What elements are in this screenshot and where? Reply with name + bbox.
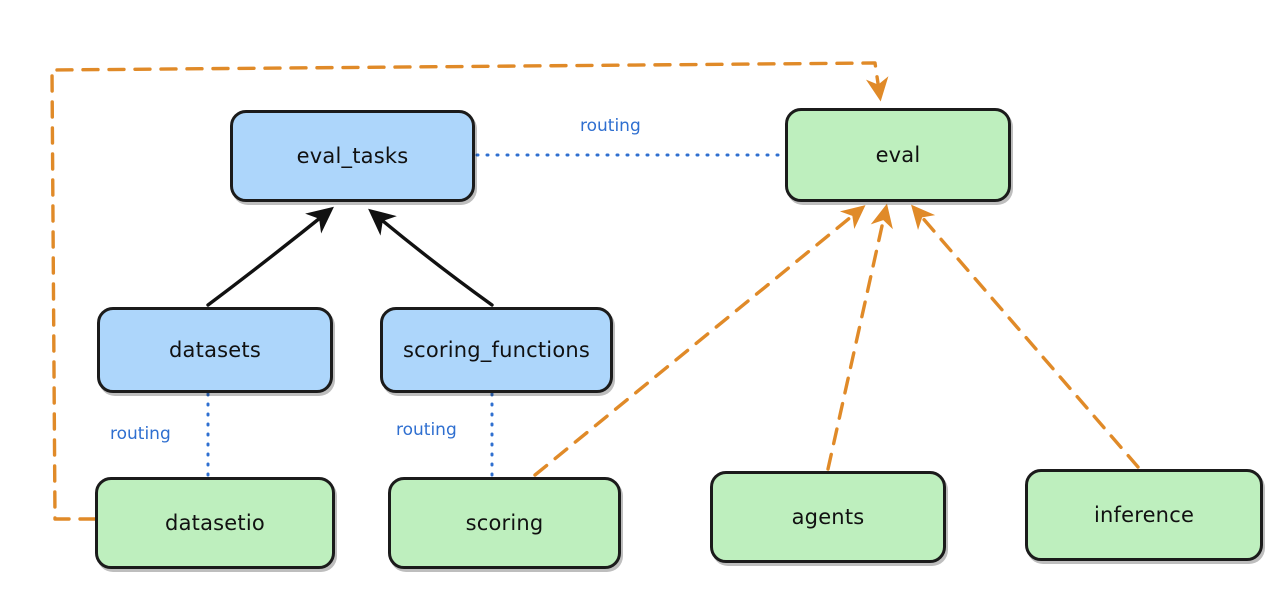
node-eval-tasks[interactable]: eval_tasks	[230, 110, 475, 202]
node-scoring-functions[interactable]: scoring_functions	[380, 307, 613, 393]
node-eval[interactable]: eval	[785, 108, 1011, 202]
node-label: eval_tasks	[296, 144, 409, 168]
edge-datasets-to-eval_tasks	[206, 206, 334, 307]
node-label: eval	[875, 143, 921, 167]
edge-agents-to-eval	[826, 203, 893, 471]
node-scoring[interactable]: scoring	[388, 477, 621, 569]
edge-label-routing-eval-tasks-eval: routing	[580, 116, 641, 136]
node-label: inference	[1093, 503, 1195, 527]
node-label: scoring	[465, 511, 544, 535]
node-agents[interactable]: agents	[710, 471, 946, 563]
node-label: agents	[791, 505, 865, 529]
node-inference[interactable]: inference	[1025, 469, 1263, 561]
node-label: datasets	[169, 338, 261, 362]
node-datasets[interactable]: datasets	[97, 307, 333, 393]
node-label: scoring_functions	[402, 338, 591, 362]
edge-inference-to-eval	[911, 204, 1140, 469]
edge-label-routing-datasets-datasetio: routing	[110, 424, 171, 444]
node-label: datasetio	[165, 511, 265, 535]
node-datasetio[interactable]: datasetio	[95, 477, 335, 569]
edge-label-routing-scoring-functions-scoring: routing	[396, 420, 457, 440]
edge-scoring_functions-to-eval_tasks	[368, 208, 494, 307]
